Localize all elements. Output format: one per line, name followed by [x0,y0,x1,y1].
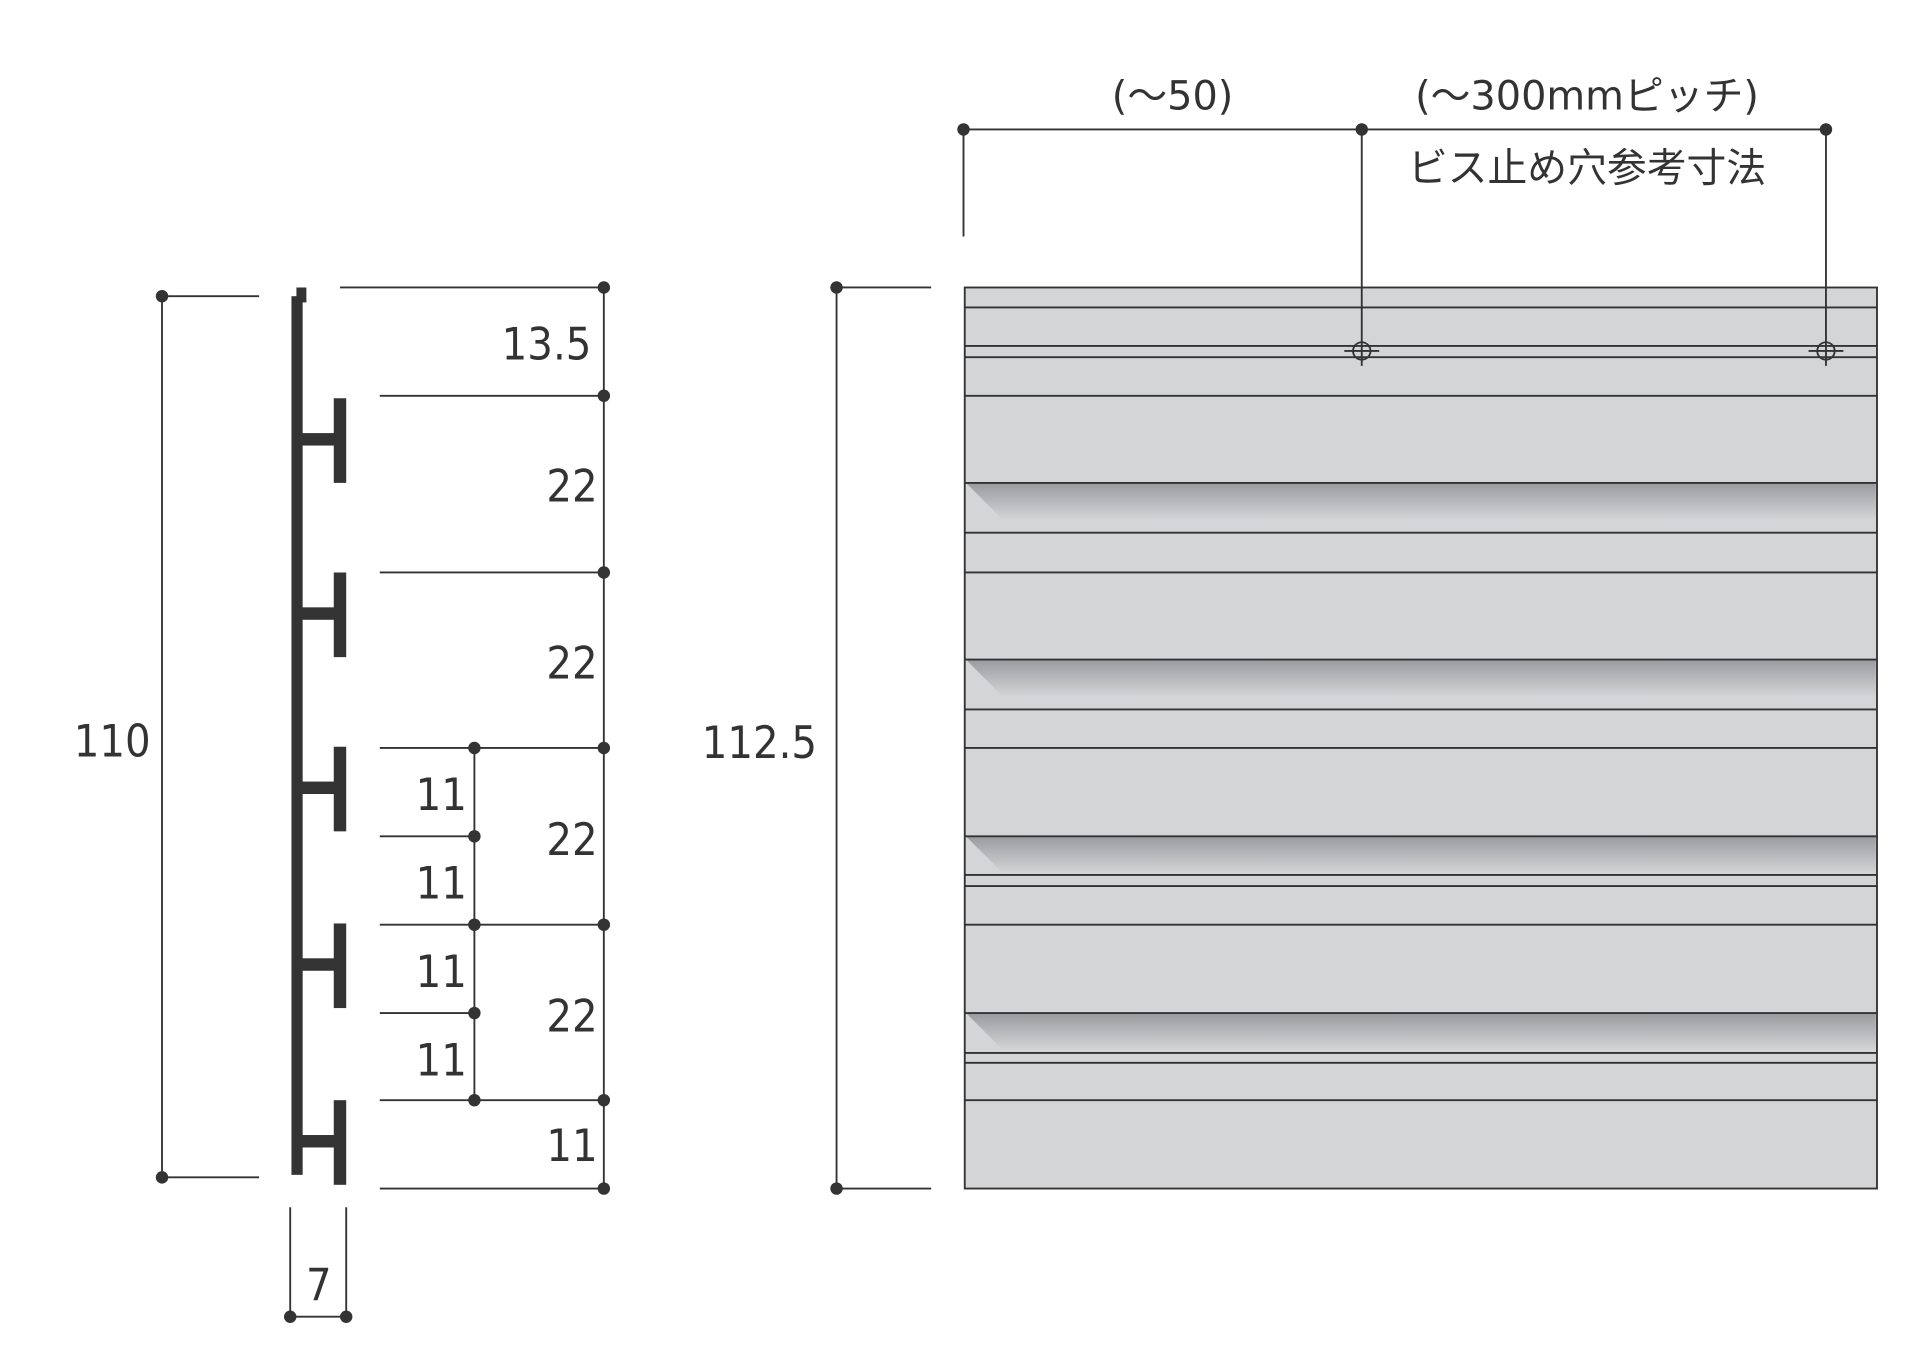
profile-stem [298,781,337,795]
dim-label-seg-2: 22 [546,636,597,689]
height-dimension-110: 110 [74,289,260,1184]
dimension-dot [597,741,611,755]
dim-label-pitch: (～300mmピッチ) [1415,74,1759,120]
profile-stem [298,607,337,620]
dimension-dot [597,281,611,294]
profile-stem [298,433,337,446]
dim-label-seg-1: 22 [546,460,597,513]
dimension-dot [597,566,611,579]
dim-label-sub-3: 11 [416,1033,467,1086]
dim-label-7: 7 [306,1259,332,1312]
profile-section [291,287,347,1185]
profile-flange [333,746,347,832]
height-dimension-112-5: 112.5 [702,281,932,1195]
screw-hole-marker-icon [1344,341,1380,361]
dim-label-seg-3: 22 [546,813,597,866]
profile-stem [298,958,337,971]
groove-shadow [965,1013,1876,1051]
sub-dimensions: 11 11 11 11 [379,741,481,1107]
dimension-dot [597,1182,611,1195]
dimension-dot [597,389,611,402]
profile-flange [333,923,347,1009]
groove-shadow [965,659,1876,697]
screw-hole-note: ビス止め穴参考寸法 [1408,146,1766,192]
thickness-dimension-7: 7 [283,1207,353,1323]
dim-label-110: 110 [74,715,151,768]
dim-label-sub-1: 11 [416,857,467,910]
dim-label-sub-0: 11 [416,768,467,821]
dim-label-seg-4: 22 [546,990,597,1043]
groove-shadow [965,482,1876,521]
dim-label-112-5: 112.5 [702,716,817,769]
dim-label-edge-offset: (～50) [1112,74,1234,120]
profile-flange [333,1100,347,1185]
screw-hole-marker-icon [1808,341,1844,361]
dimension-dot [597,918,611,931]
groove-shadow [965,836,1876,874]
dim-label-seg-5: 11 [546,1119,597,1172]
dimension-dot [597,1093,611,1107]
dim-label-sub-2: 11 [416,945,467,998]
profile-stem [298,1135,337,1148]
segment-dimensions: 13.5 22 22 22 22 11 [339,281,611,1195]
screw-hole-dimensions: (～50) (～300mmピッチ) ビス止め穴参考寸法 [957,74,1844,366]
profile-flange [333,398,347,483]
front-panel [963,286,1878,1190]
profile-flange [333,572,347,658]
dim-label-seg-0: 13.5 [502,318,592,371]
